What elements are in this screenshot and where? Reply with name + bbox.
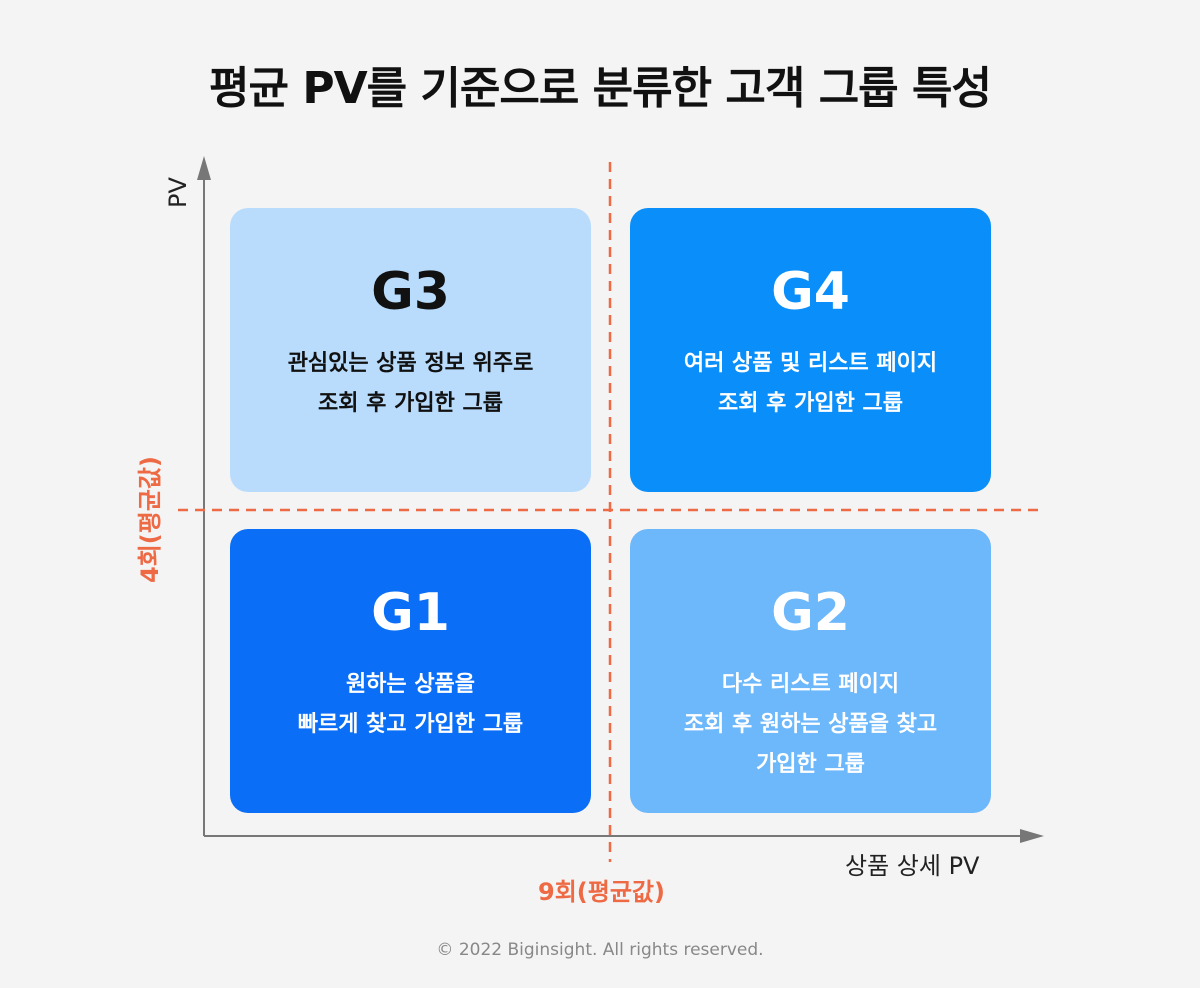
description-line: 조회 후 원하는 상품을 찾고 — [683, 712, 938, 737]
x-axis-label: 상품 상세 PV — [845, 852, 980, 880]
group-description: 원하는 상품을 빠르게 찾고 가입한 그룹 — [230, 665, 591, 745]
group-description: 다수 리스트 페이지 조회 후 원하는 상품을 찾고 가입한 그룹 — [630, 665, 991, 785]
group-card-g1: G1 원하는 상품을 빠르게 찾고 가입한 그룹 — [230, 529, 591, 813]
description-line: 원하는 상품을 — [345, 672, 476, 697]
copyright-notice: © 2022 Biginsight. All rights reserved. — [436, 940, 764, 960]
group-name: G3 — [371, 262, 450, 322]
x-average-label: 9회(평균값) — [538, 878, 665, 906]
group-name: G4 — [771, 262, 850, 322]
description-line: 빠르게 찾고 가입한 그룹 — [297, 712, 524, 737]
group-description: 관심있는 상품 정보 위주로 조회 후 가입한 그룹 — [230, 344, 591, 424]
group-card-g4: G4 여러 상품 및 리스트 페이지 조회 후 가입한 그룹 — [630, 208, 991, 492]
y-average-label: 4회(평균값) — [136, 456, 164, 583]
description-line: 관심있는 상품 정보 위주로 — [287, 351, 534, 376]
description-line: 여러 상품 및 리스트 페이지 — [683, 351, 938, 376]
description-line: 조회 후 가입한 그룹 — [318, 391, 503, 416]
group-card-g2: G2 다수 리스트 페이지 조회 후 원하는 상품을 찾고 가입한 그룹 — [630, 529, 991, 813]
description-line: 조회 후 가입한 그룹 — [718, 391, 903, 416]
group-card-g3: G3 관심있는 상품 정보 위주로 조회 후 가입한 그룹 — [230, 208, 591, 492]
group-name: G1 — [371, 583, 450, 643]
y-axis-arrow-icon — [197, 156, 211, 180]
description-line: 다수 리스트 페이지 — [721, 672, 900, 697]
description-line: 가입한 그룹 — [756, 752, 865, 777]
y-axis-label: PV — [164, 177, 192, 208]
group-description: 여러 상품 및 리스트 페이지 조회 후 가입한 그룹 — [630, 344, 991, 424]
x-axis-arrow-icon — [1020, 829, 1044, 843]
group-name: G2 — [771, 583, 850, 643]
page-title: 평균 PV를 기준으로 분류한 고객 그룹 특성 — [209, 63, 992, 114]
